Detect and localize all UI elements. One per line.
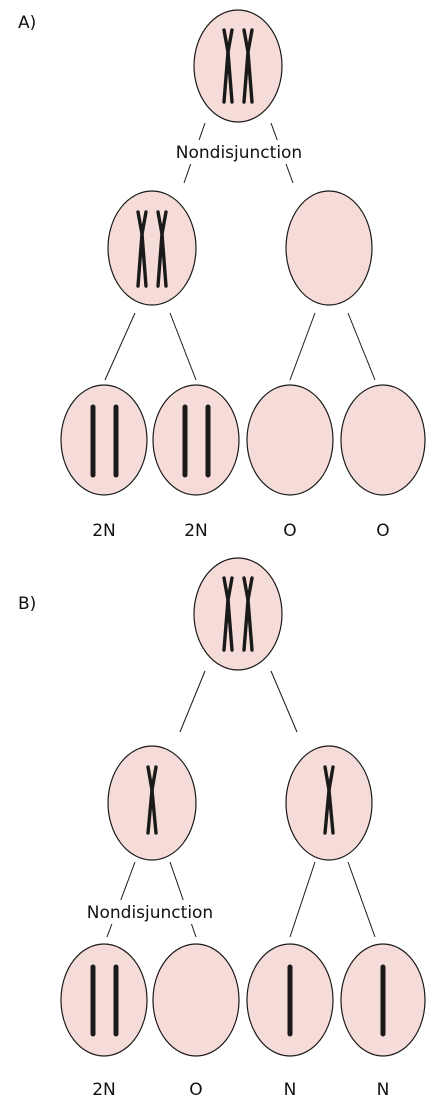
panel-a-gamete-3-label: O — [283, 521, 296, 541]
panel-a-gamete-1-label: 2N — [92, 521, 116, 541]
panel-a-daughter-cell-left — [107, 190, 197, 306]
panel-a-gamete-4 — [340, 384, 426, 496]
panel-a: A) Nondisjunction — [18, 9, 426, 541]
panel-b-gamete-3-label: N — [284, 1080, 297, 1100]
panel-b: B) Nondi — [18, 557, 426, 1100]
panel-a-gamete-1 — [60, 384, 148, 496]
panel-a-lineage-lines — [104, 122, 376, 381]
panel-b-daughter-cell-left — [107, 745, 197, 861]
panel-a-nondisjunction-label: Nondisjunction — [176, 143, 302, 163]
panel-a-gamete-4-label: O — [376, 521, 389, 541]
panel-b-event-label-backdrop — [76, 900, 226, 924]
panel-b-label: B) — [18, 594, 36, 614]
panel-a-gamete-3 — [246, 384, 334, 496]
panel-b-lineage-lines — [106, 670, 376, 938]
panel-b-gamete-4 — [340, 943, 426, 1057]
panel-a-gamete-2-label: 2N — [184, 521, 208, 541]
panel-b-parent-cell — [193, 557, 283, 671]
panel-a-gamete-2 — [152, 384, 240, 496]
panel-b-gamete-3 — [246, 943, 334, 1057]
panel-a-daughter-cell-right — [285, 190, 373, 306]
panel-b-gamete-2-label: O — [189, 1080, 202, 1100]
panel-b-nondisjunction-label: Nondisjunction — [87, 903, 213, 923]
panel-b-daughter-cell-right — [285, 745, 373, 861]
panel-b-gamete-2 — [152, 943, 240, 1057]
panel-a-parent-chromosome-pair — [222, 28, 254, 104]
panel-b-gamete-1 — [60, 943, 148, 1057]
panel-b-gamete-4-label: N — [377, 1080, 390, 1100]
panel-b-gamete-1-label: 2N — [92, 1080, 116, 1100]
panel-a-event-label-backdrop — [168, 140, 310, 164]
panel-a-parent-cell — [193, 9, 283, 123]
panel-a-label: A) — [18, 13, 36, 33]
